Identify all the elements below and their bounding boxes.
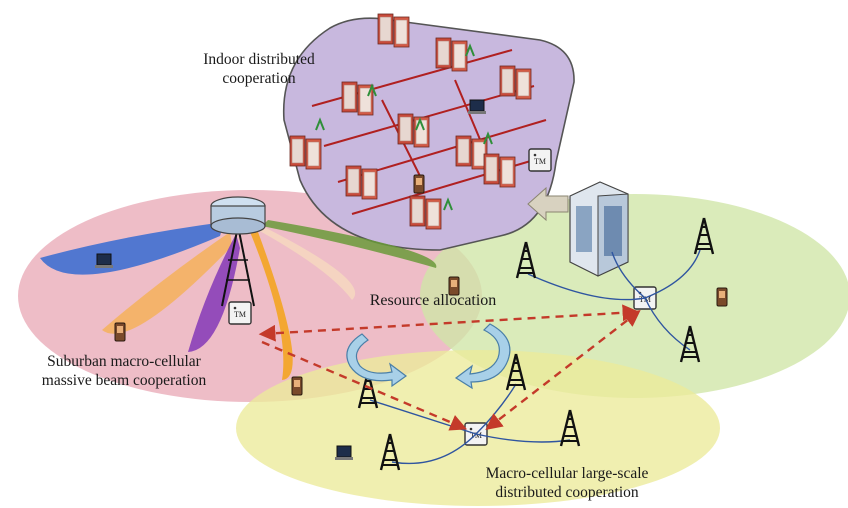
indoor-antennas bbox=[315, 43, 493, 211]
suburban-tm-node: TM bbox=[228, 301, 252, 325]
suburban-cooperation-label: Suburban macro-cellular massive beam coo… bbox=[41, 353, 207, 389]
svg-text:TM: TM bbox=[234, 310, 246, 319]
resource-allocation-label: Resource allocation bbox=[369, 292, 497, 309]
macro-cooperation-label: Macro-cellular large-scale distributed c… bbox=[485, 465, 649, 501]
svg-text:TM: TM bbox=[534, 157, 546, 166]
yellow-tm-node: TM bbox=[464, 422, 488, 446]
green-links bbox=[527, 249, 701, 351]
indoor-cooperation-label: Indoor distributed cooperation bbox=[203, 51, 315, 87]
building-arrow bbox=[527, 186, 569, 222]
antenna-beams bbox=[40, 220, 437, 380]
green-phone bbox=[716, 287, 728, 307]
indoor-tm-node: TM bbox=[528, 148, 552, 172]
resource-allocation-arrows bbox=[258, 304, 641, 431]
svg-text:TM: TM bbox=[470, 431, 482, 440]
massive-mimo-bs bbox=[210, 196, 266, 307]
server-building bbox=[569, 181, 629, 277]
